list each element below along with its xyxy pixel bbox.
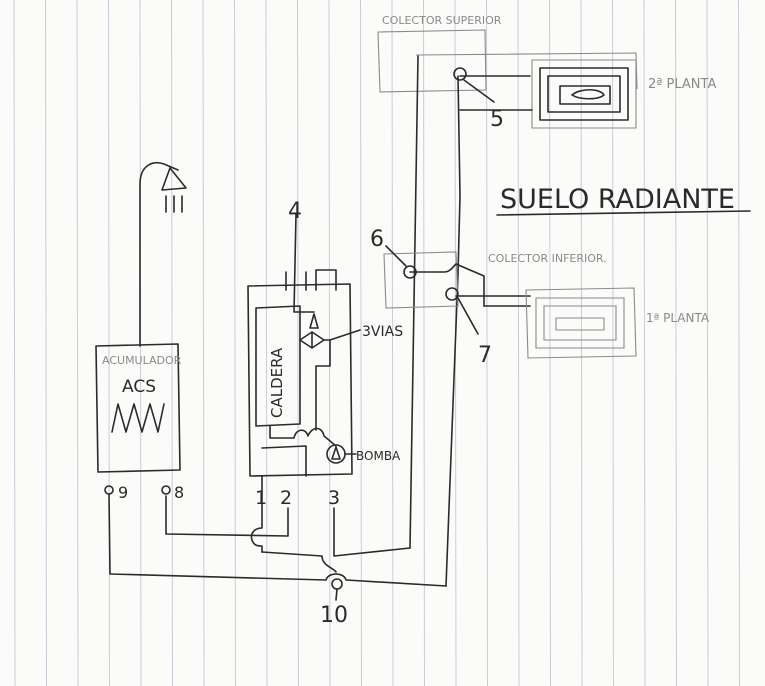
floor-2-label: 2ª PLANTA — [648, 77, 716, 92]
tank-heating-coil — [111, 403, 165, 433]
paper-rule-line — [202, 0, 205, 686]
tank-name: ACUMULADOR — [102, 354, 182, 367]
paper-rule-line — [360, 0, 362, 686]
paper-rule-line — [171, 0, 173, 686]
boiler-internal-pipes — [269, 425, 337, 447]
paper-ruling — [13, 0, 740, 686]
point-4-pipe — [293, 213, 315, 313]
point-8-number: 8 — [174, 483, 184, 502]
shower-spray-icon — [165, 195, 183, 213]
point-9-number: 9 — [118, 483, 128, 502]
upper-collector-label: COLECTOR SUPERIOR — [382, 14, 502, 27]
port-3-number: 3 — [328, 487, 340, 509]
riser-supply — [409, 55, 419, 549]
paper-rule-line — [549, 0, 551, 686]
paper-rule-line — [486, 0, 488, 686]
upper-collector-manifold — [415, 52, 638, 90]
paper-rule-line — [108, 0, 110, 686]
port-2-to-point-8-pipe — [165, 495, 289, 537]
boiler-name: CALDERA — [268, 347, 286, 418]
floor-2-outer — [531, 59, 637, 129]
tank-label: ACS — [122, 377, 156, 397]
point-8-marker — [161, 485, 171, 495]
tank-body — [95, 343, 181, 473]
shower-pipe — [139, 162, 179, 347]
paper-rule-line — [517, 0, 520, 686]
paper-rule-line — [738, 0, 740, 686]
paper-rule-line — [706, 0, 709, 686]
point-6-marker — [403, 265, 417, 279]
point-5-pointer — [463, 79, 495, 103]
port-1-number: 1 — [255, 487, 267, 509]
paper-rule-line — [297, 0, 299, 686]
boiler-unit — [255, 305, 301, 427]
valve-label: 3VIAS — [362, 324, 403, 340]
floor-1-loop — [535, 297, 625, 349]
port-1-return-pipe — [261, 551, 337, 573]
return-main-pipe — [108, 493, 447, 587]
pump-label: BOMBA — [356, 449, 401, 463]
floor-2-spiral — [559, 85, 611, 105]
paper-rule-line — [265, 0, 268, 686]
point-6-number: 6 — [370, 227, 384, 252]
paper-rule-line — [13, 0, 16, 686]
point-10-number: 10 — [320, 603, 348, 628]
point-5-number: 5 — [490, 107, 504, 132]
point-5-marker — [453, 67, 467, 81]
floor-1-outer — [525, 287, 637, 359]
valve-3-vias-icon — [299, 331, 325, 349]
paper-rule-line — [580, 0, 583, 686]
riser-return — [445, 75, 461, 587]
valve-pointer — [329, 329, 361, 341]
boiler-top-connectors — [285, 269, 337, 291]
lower-collector-box — [383, 251, 459, 309]
point-7-number: 7 — [478, 343, 492, 368]
paper-rule-line — [643, 0, 646, 686]
lower-collector-manifold — [409, 263, 485, 307]
port-3-to-riser-pipe — [333, 507, 411, 557]
point-10-pointer — [335, 588, 338, 601]
paper-rule-line — [76, 0, 79, 686]
floor-1-spiral — [555, 317, 605, 331]
diagram-title: SUELO RADIANTE — [500, 184, 735, 215]
paper-rule-line — [234, 0, 236, 686]
paper-rule-line — [423, 0, 425, 686]
valve-actuator-icon — [309, 313, 319, 329]
paper-rule-line — [675, 0, 677, 686]
upper-collector-box — [377, 29, 487, 93]
point-6-pointer — [385, 245, 407, 267]
floor-2-connections — [459, 75, 533, 111]
valve-outlet-pipe — [315, 339, 331, 431]
pump-arrow-icon — [331, 446, 341, 460]
point-7-pointer — [457, 297, 479, 335]
shower-icon — [161, 167, 187, 191]
paper-rule-line — [612, 0, 614, 686]
port-1-pipe — [250, 475, 263, 553]
floor-1-label: 1ª PLANTA — [646, 311, 710, 325]
floor-2-loop — [539, 67, 629, 121]
title-underline — [496, 210, 751, 216]
paper-rule-line — [391, 0, 394, 686]
port-2-number: 2 — [280, 487, 292, 509]
point-10-marker — [331, 578, 343, 590]
point-7-marker — [445, 287, 459, 301]
paper-rule-line — [45, 0, 47, 686]
point-4-number: 4 — [288, 199, 302, 224]
floor-1-connections — [455, 295, 531, 307]
lower-collector-label: COLECTOR INFERIOR. — [488, 252, 607, 265]
boiler-bypass-pipe — [261, 445, 307, 477]
